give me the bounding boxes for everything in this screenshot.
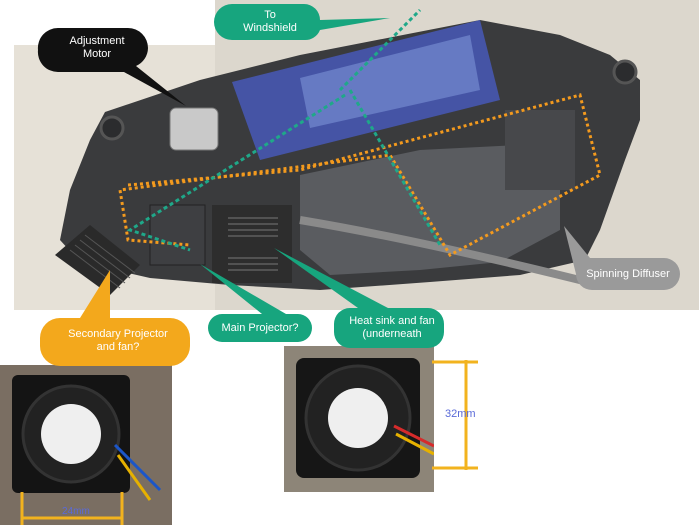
heat-sink-callout-shape [274,248,444,348]
secondary-projector-part [55,225,140,295]
motor-callout-shape [37,27,186,106]
motor-callout-text: Adjustment Motor [69,35,125,60]
dimension-label-32mm: 32mm [445,408,476,420]
diffuser-callout-shape [564,226,680,290]
light-path-orange [118,93,602,257]
light-path-teal [126,8,442,252]
secondary-callout-shape [40,270,190,366]
dimension-label-24mm: 24mm [62,506,90,517]
secondary-callout-text: Secondary Projector and fan? [68,328,168,353]
diffuser-arm [299,216,601,289]
small-fan-photo [0,365,172,525]
large-fan-label [328,388,388,448]
housing-floor [300,145,560,275]
mirror [232,20,500,160]
spinning-diffuser-part [505,110,575,190]
main-projector-callout-shape [200,264,312,342]
mount-hole-left [99,115,125,141]
adjustment-motor-part [169,107,219,151]
mount-hole-right [612,59,638,85]
windshield-callout-shape [214,4,390,41]
mirror-reflection [300,35,480,128]
heat-sink-fins [228,217,278,271]
main-projector-part [149,204,206,266]
main-projector-callout-text: Main Projector? [221,321,299,334]
small-fan-label [41,404,101,464]
secondary-fan-grille [69,234,136,289]
dimension-line-24mm [20,492,124,525]
dimension-line-32mm [432,360,478,470]
heat-sink-callout-text: Heat sink and fan (underneath [349,315,435,340]
windshield-callout-text: To Windshield [243,9,297,34]
large-fan-photo [284,346,434,492]
diffuser-callout-text: Spinning Diffuser [586,267,670,280]
